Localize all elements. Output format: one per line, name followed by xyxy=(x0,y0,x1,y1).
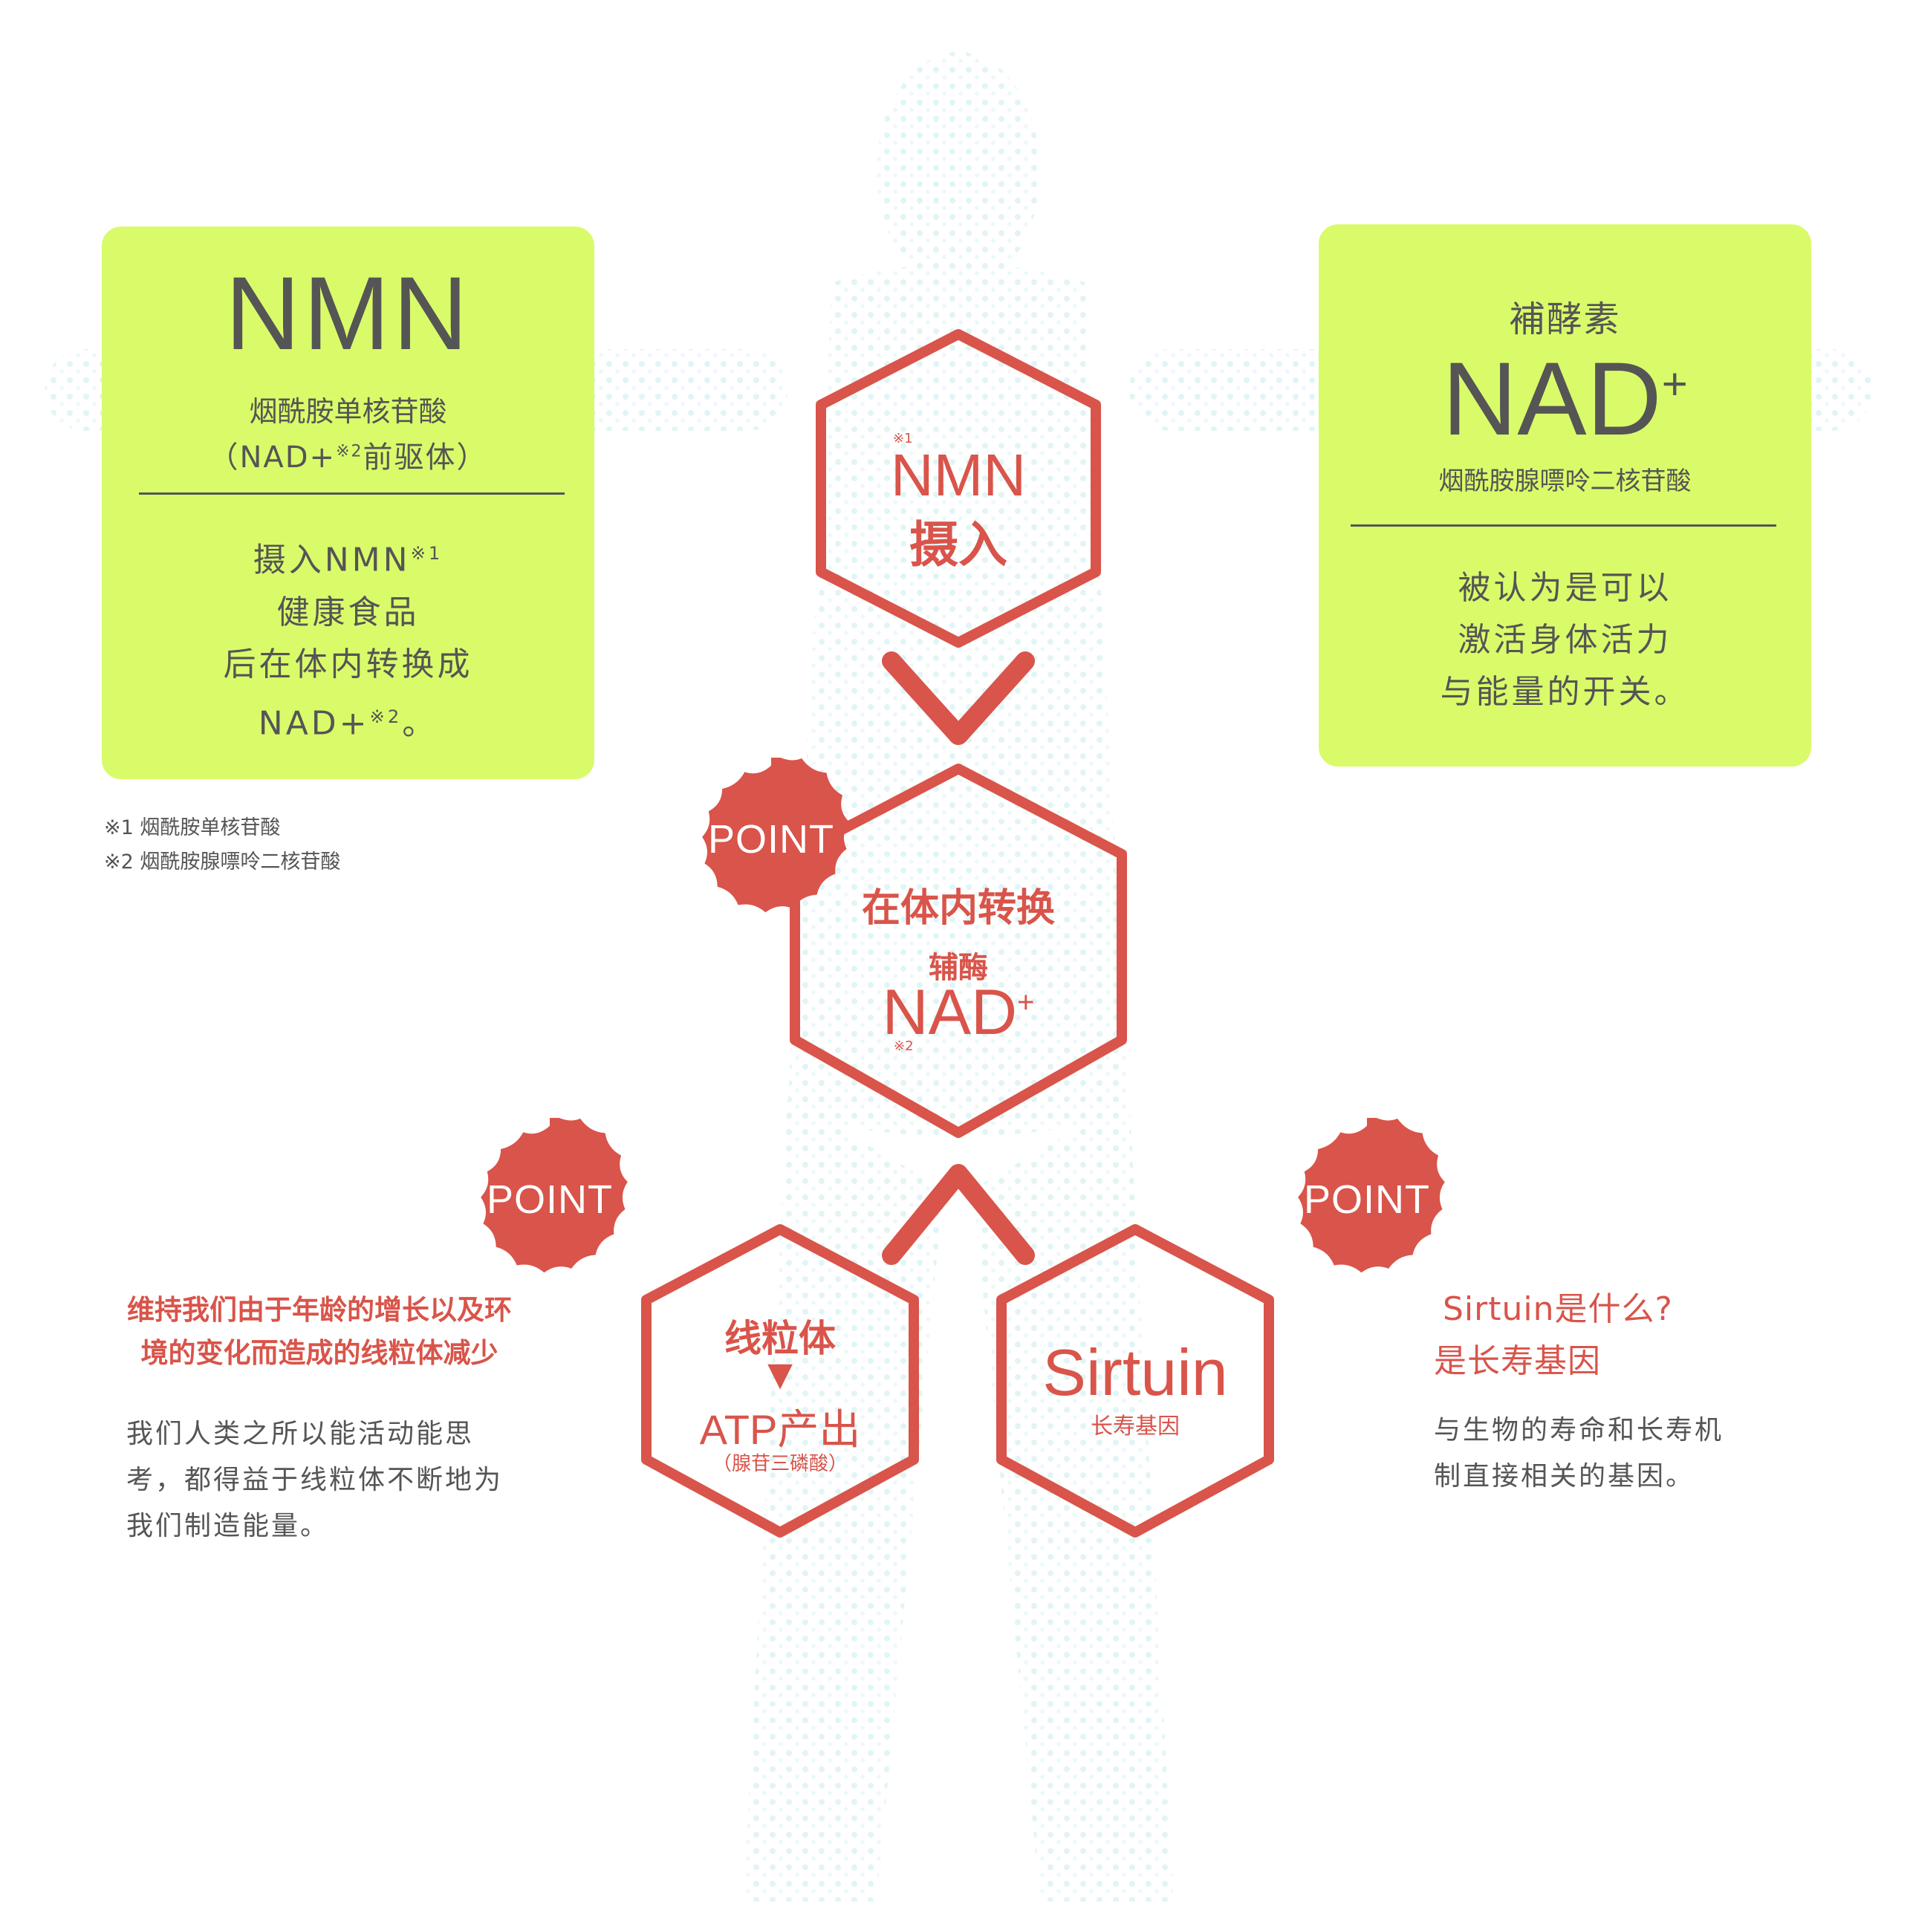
hex-nad-convert: 在体内转换 xyxy=(861,886,1055,931)
footnote-2: ※2 烟酰胺腺嘌呤二核苷酸 xyxy=(104,850,341,874)
hex-nmn-action: 摄入 xyxy=(909,516,1007,573)
heading-line: 是长寿基因 xyxy=(1434,1342,1601,1380)
nad-card-divider xyxy=(1351,524,1776,527)
nmn-body-line: 摄入NMN※1 xyxy=(253,541,444,579)
precursor-note: ※2 xyxy=(336,442,363,461)
hex-nad-title: NAD+ xyxy=(882,977,1035,1048)
nad-body-line: 与能量的开关。 xyxy=(1440,673,1690,711)
nad-card-body: 被认为是可以 激活身体活力 与能量的开关。 xyxy=(1319,562,1811,718)
nmn-info-card: NMN 烟酰胺单核苷酸 （NAD+※2前驱体） 摄入NMN※1 健康食品 后在体… xyxy=(102,227,594,779)
body-line: 我们人类之所以能活动能思 xyxy=(126,1419,475,1449)
chevron-down-icon xyxy=(882,651,1035,745)
hex-sirtuin xyxy=(996,1224,1274,1538)
footnote-1: ※1 烟酰胺单核苷酸 xyxy=(104,816,281,839)
nmn-card-divider xyxy=(139,492,565,495)
nad-card-title: NAD+ xyxy=(1442,340,1688,457)
hex-nmn xyxy=(816,329,1101,648)
chevron-up-icon xyxy=(882,1164,1035,1265)
hex-mito-result: ATP产出 xyxy=(699,1406,861,1453)
point-badge-label: POINT xyxy=(486,1177,613,1222)
body-line: 与生物的寿命和长寿机 xyxy=(1434,1415,1724,1445)
nmn-card-subtitle: 烟酰胺单核苷酸 xyxy=(249,395,447,428)
right-point-body: 与生物的寿命和长寿机 制直接相关的基因。 xyxy=(1434,1408,1724,1500)
hex-sirtuin-title: Sirtuin xyxy=(1042,1336,1228,1409)
hex-sirtuin-subtitle: 长寿基因 xyxy=(1091,1414,1180,1440)
point-badge: POINT xyxy=(689,752,853,921)
hex-mito-detail: （腺苷三磷酸） xyxy=(712,1453,848,1475)
point-badge-label: POINT xyxy=(1303,1177,1430,1222)
precursor-text: （NAD+ xyxy=(208,440,337,475)
hex-mitochondria xyxy=(641,1224,919,1538)
point-badge-label: POINT xyxy=(707,817,834,862)
left-point-heading: 维持我们由于年龄的增长以及环 境的变化而造成的线粒体减少 xyxy=(104,1289,535,1375)
hex-nmn-note: ※1 xyxy=(893,431,913,446)
heading-line: 维持我们由于年龄的增长以及环 xyxy=(127,1294,512,1326)
nmn-body-line: NAD+※2。 xyxy=(258,704,438,743)
hex-mito-arrow: ▼ xyxy=(767,1356,793,1393)
badge-seal-icon xyxy=(702,752,849,913)
body-line: 我们制造能量。 xyxy=(126,1511,330,1541)
nmn-card-body: 摄入NMN※1 健康食品 后在体内转换成 NAD+※2。 xyxy=(102,527,594,749)
nad-info-card: 補酵素 NAD+ 烟酰胺腺嘌呤二核苷酸 被认为是可以 激活身体活力 与能量的开关… xyxy=(1319,224,1811,767)
left-point-body: 我们人类之所以能活动能思 考，都得益于线粒体不断地为 我们制造能量。 xyxy=(126,1411,503,1549)
right-point-heading: Sirtuin是什么? 是长寿基因 xyxy=(1434,1284,1673,1388)
badge-seal-icon xyxy=(1298,1113,1445,1273)
body-line: 制直接相关的基因。 xyxy=(1434,1461,1695,1492)
nmn-card-title: NMN xyxy=(225,255,471,371)
nmn-card-precursor: （NAD+※2前驱体） xyxy=(102,433,594,476)
nmn-body-line: 健康食品 xyxy=(276,593,420,631)
hex-mito-title: 线粒体 xyxy=(724,1317,836,1360)
nad-body-line: 激活身体活力 xyxy=(1458,621,1672,659)
nad-body-line: 被认为是可以 xyxy=(1458,569,1672,607)
heading-line: 境的变化而造成的线粒体减少 xyxy=(140,1337,498,1369)
heading-line: Sirtuin是什么? xyxy=(1443,1290,1673,1328)
hex-nad-note: ※2 xyxy=(894,1038,914,1054)
badge-seal-icon xyxy=(481,1113,628,1273)
nad-card-subtitle: 烟酰胺腺嘌呤二核苷酸 xyxy=(1438,466,1692,496)
hex-nad-label: 辅酶 xyxy=(929,951,988,985)
hex-nmn-title: NMN xyxy=(890,442,1027,508)
body-line: 考，都得益于线粒体不断地为 xyxy=(126,1465,504,1495)
footnotes: ※1 烟酰胺单核苷酸 ※2 烟酰胺腺嘌呤二核苷酸 xyxy=(104,811,340,879)
nad-card-label: 補酵素 xyxy=(1509,299,1621,340)
point-badge: POINT xyxy=(468,1113,631,1281)
nmn-body-line: 后在体内转换成 xyxy=(223,645,473,683)
point-badge: POINT xyxy=(1285,1113,1449,1281)
precursor-text-end: 前驱体） xyxy=(363,440,488,475)
